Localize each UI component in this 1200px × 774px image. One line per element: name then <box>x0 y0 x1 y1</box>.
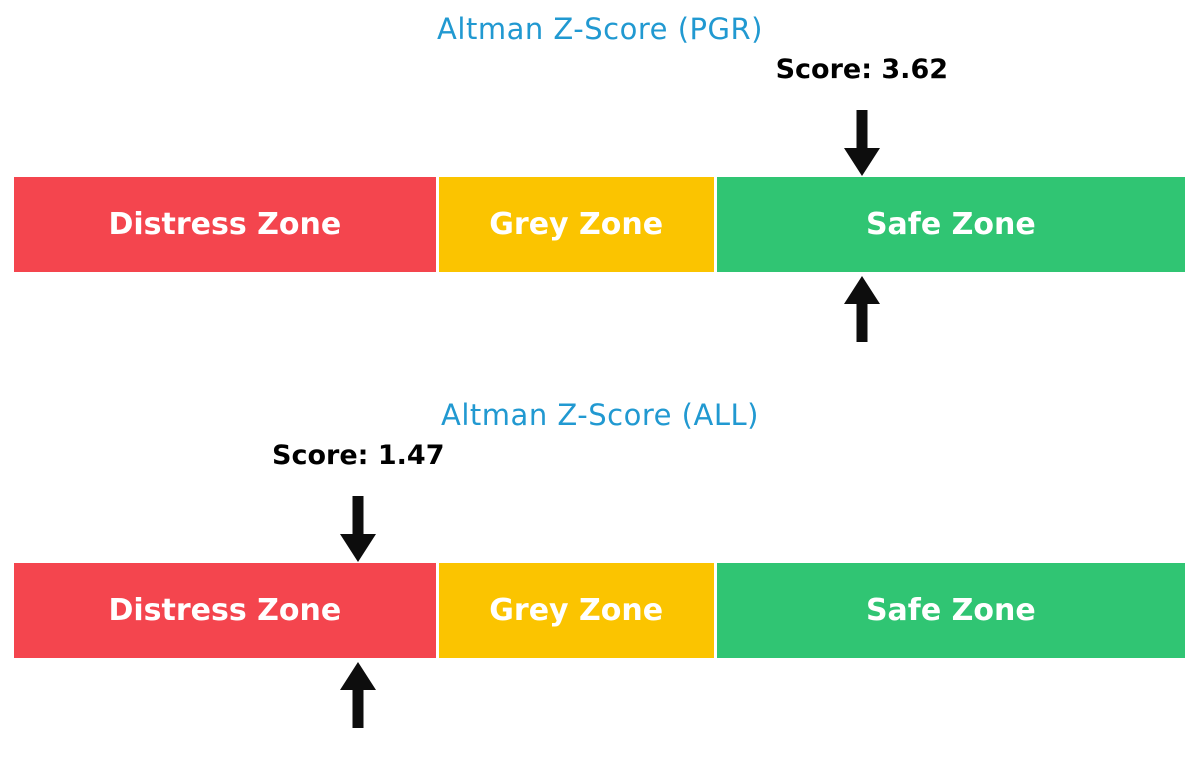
zone-safe: Safe Zone <box>716 177 1185 272</box>
zone-label: Safe Zone <box>865 207 1036 242</box>
zone-distress: Distress Zone <box>14 563 436 658</box>
score-annotation: Score: 3.62 <box>775 54 949 85</box>
score-annotation: Score: 1.47 <box>272 440 445 471</box>
zone-grey: Grey Zone <box>438 177 714 272</box>
arrow-down-icon <box>340 496 377 562</box>
arrow-up-icon <box>340 662 377 728</box>
zone-bar: Distress Zone Grey Zone Safe Zone <box>14 177 1185 272</box>
zone-safe: Safe Zone <box>716 563 1185 658</box>
zone-label: Safe Zone <box>865 593 1036 628</box>
zone-grey: Grey Zone <box>438 563 714 658</box>
arrow-up-icon <box>843 276 880 342</box>
zone-label: Grey Zone <box>489 593 664 628</box>
zone-label: Distress Zone <box>108 207 342 242</box>
zone-distress: Distress Zone <box>14 177 436 272</box>
zone-bar: Distress Zone Grey Zone Safe Zone <box>14 563 1185 658</box>
zscore-chart-pgr: Altman Z-Score (PGR) Score: 3.62 Distres… <box>0 0 1200 386</box>
zscore-chart-all: Altman Z-Score (ALL) Score: 1.47 Distres… <box>0 386 1200 772</box>
zone-label: Grey Zone <box>489 207 664 242</box>
chart-title: Altman Z-Score (PGR) <box>437 12 763 46</box>
chart-title: Altman Z-Score (ALL) <box>441 398 759 432</box>
zone-label: Distress Zone <box>108 593 342 628</box>
arrow-down-icon <box>843 110 880 176</box>
